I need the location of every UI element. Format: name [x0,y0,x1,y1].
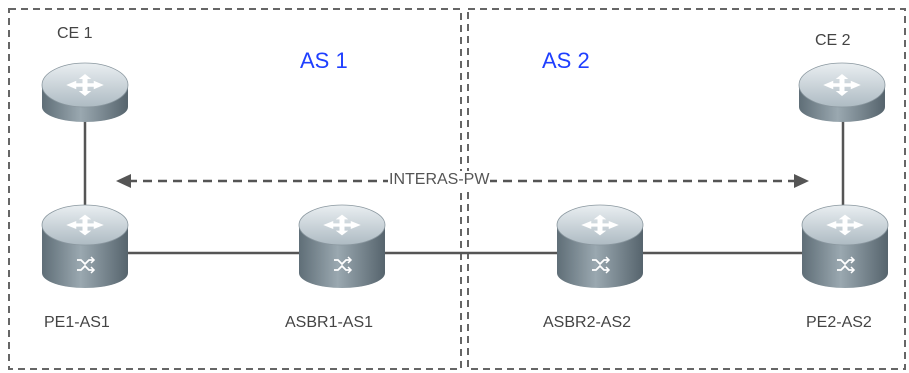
as2-label: AS 2 [542,48,590,73]
as2-boundary [467,8,906,370]
router-icon-pe2 [802,205,888,288]
asbr1-label: ASBR1-AS1 [285,314,374,331]
interas-pw-label: INTERAS-PW [388,171,491,189]
router-icon-pe1 [42,205,128,288]
router-icon-ce1 [42,63,128,122]
router-icon-asbr1 [299,205,385,288]
as1-label: AS 1 [300,48,348,73]
pe2-label: PE2-AS2 [806,314,872,331]
ce1-label: CE 1 [57,25,93,42]
router-icon-ce2 [799,63,885,122]
ce2-label: CE 2 [815,32,851,49]
pe1-label: PE1-AS1 [44,314,110,331]
asbr2-label: ASBR2-AS2 [543,314,632,331]
as1-boundary [8,8,462,370]
router-icon-asbr2 [557,205,643,288]
